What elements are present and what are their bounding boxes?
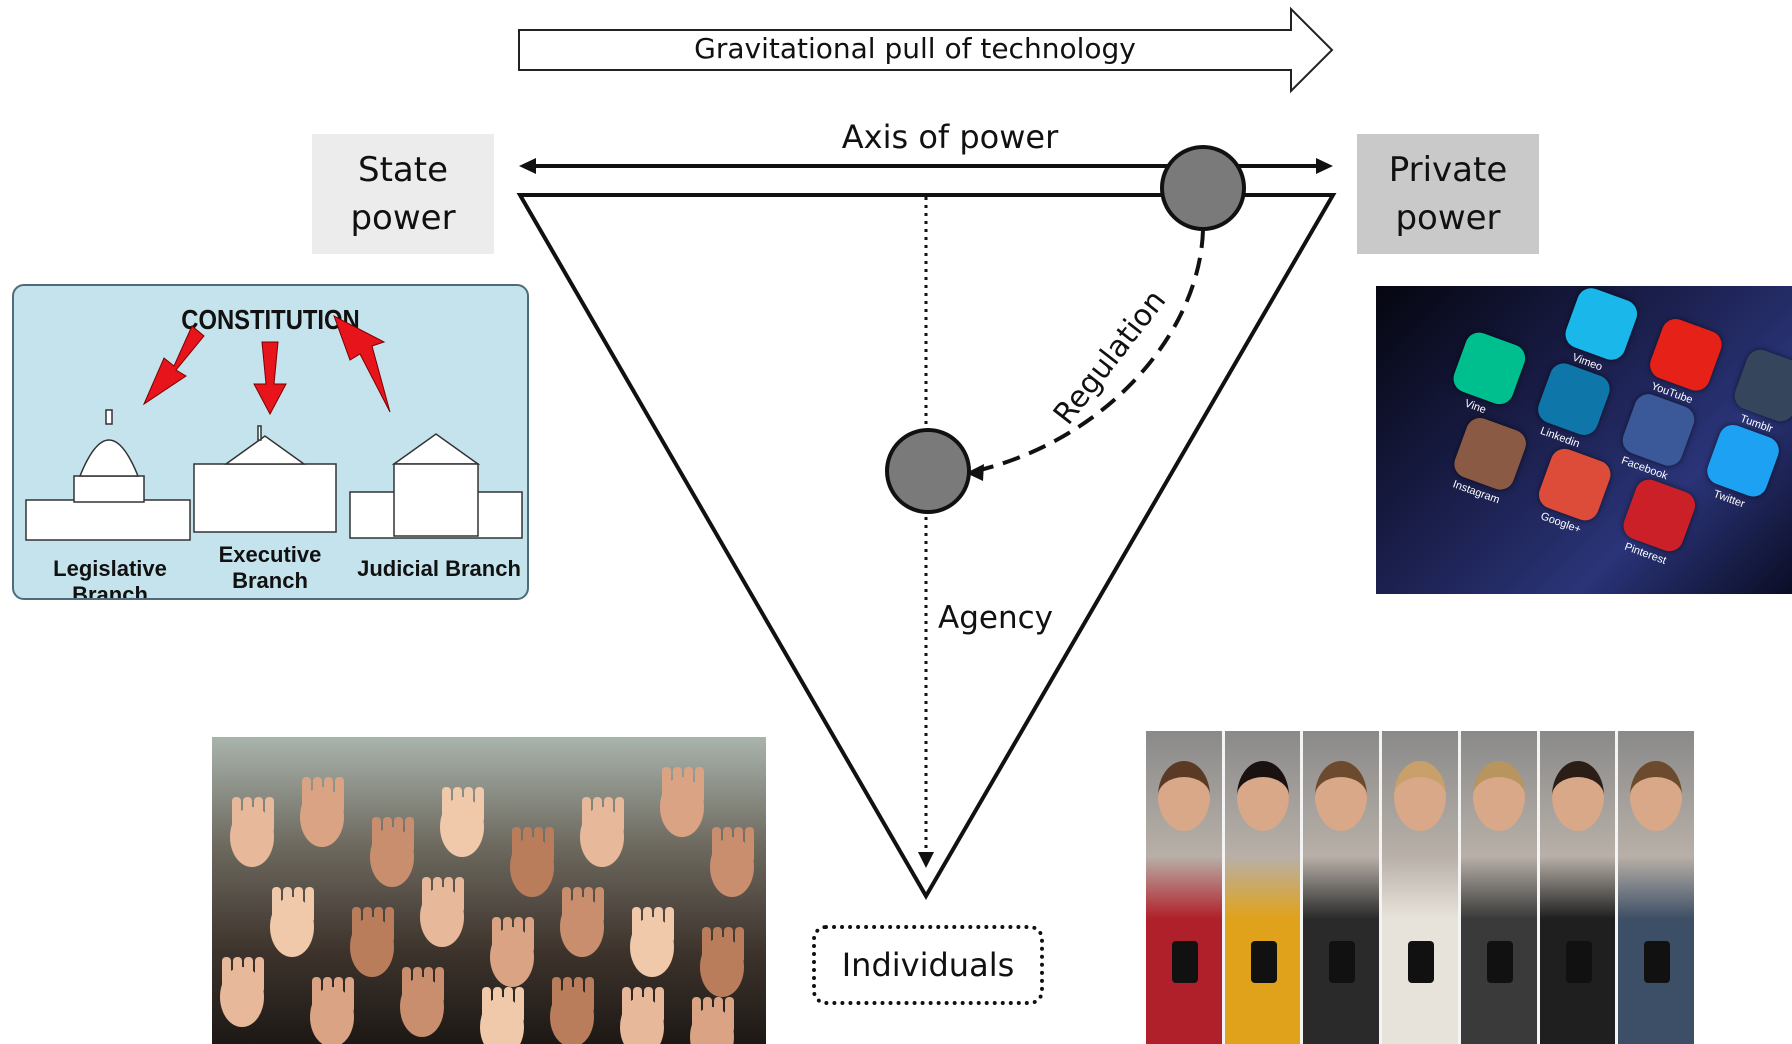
arrow-left-icon xyxy=(142,325,205,406)
phone-icon xyxy=(1408,941,1435,983)
person-portrait xyxy=(1460,731,1537,1044)
person-head xyxy=(1158,761,1210,831)
hand-icon xyxy=(490,917,534,987)
hand-icon xyxy=(350,907,394,977)
arrow-center-icon xyxy=(253,341,287,416)
private-power-line2: power xyxy=(1395,198,1501,238)
hand-icon xyxy=(310,977,354,1044)
hand-icon xyxy=(630,907,674,977)
legislative-branch-label: Legislative Branch xyxy=(53,556,167,600)
axis-of-power-label: Axis of power xyxy=(841,118,1059,156)
individuals-box: Individuals xyxy=(812,925,1044,1005)
hand-icon xyxy=(700,927,744,997)
hand-icon xyxy=(690,997,734,1044)
power-triangle xyxy=(516,193,1337,900)
gravitational-pull-arrow xyxy=(518,6,1334,94)
person-portrait xyxy=(1303,731,1380,1044)
person-head xyxy=(1630,761,1683,831)
regulated-node xyxy=(885,428,971,514)
constitution-drawing xyxy=(25,314,523,541)
hand-icon xyxy=(270,887,314,957)
phone-icon xyxy=(1644,941,1671,983)
hand-icon xyxy=(370,817,414,887)
hand-icon xyxy=(230,797,274,867)
axis-right-arrowhead xyxy=(1316,158,1333,174)
hand-icon xyxy=(400,967,444,1037)
hand-icon xyxy=(580,797,624,867)
executive-branch-label: Executive Branch xyxy=(218,542,322,593)
hand-icon xyxy=(550,977,594,1044)
axis-left-arrowhead xyxy=(519,158,536,174)
hand-icon xyxy=(560,887,604,957)
person-head xyxy=(1472,761,1525,831)
supreme-court-icon xyxy=(349,433,523,539)
person-head xyxy=(1236,761,1289,831)
hand-icon xyxy=(620,987,664,1044)
phone-icon xyxy=(1172,941,1198,983)
arrow-right-icon xyxy=(333,314,391,413)
hand-icon xyxy=(710,827,754,897)
state-power-line2: power xyxy=(350,198,456,238)
person-head xyxy=(1315,761,1368,831)
hand-icon xyxy=(420,877,464,947)
person-portrait xyxy=(1224,731,1301,1044)
agency-arrowhead xyxy=(918,852,934,868)
capitol-icon xyxy=(25,409,191,541)
phone-icon xyxy=(1486,941,1513,983)
hand-icon xyxy=(510,827,554,897)
constitution-panel: CONSTITUTION Legislative Branch Executiv… xyxy=(12,284,529,600)
person-head xyxy=(1551,761,1604,831)
person-portrait xyxy=(1382,731,1458,1044)
person-portrait xyxy=(1539,731,1616,1044)
person-portrait xyxy=(1618,731,1694,1044)
raised-hands-photo xyxy=(212,737,766,1044)
person-head xyxy=(1394,761,1447,831)
hands-illustration xyxy=(220,767,754,1044)
regulation-arrowhead xyxy=(966,464,984,481)
private-power-box: Private power xyxy=(1357,134,1539,254)
agency-label: Agency xyxy=(938,600,1053,636)
regulation-curve xyxy=(971,229,1205,474)
gravitational-pull-label: Gravitational pull of technology xyxy=(694,32,1136,65)
phone-icon xyxy=(1250,941,1277,983)
private-power-line1: Private xyxy=(1388,150,1508,190)
phone-icon xyxy=(1565,941,1592,983)
private-power-node xyxy=(1160,145,1246,231)
phone-icon xyxy=(1329,941,1356,983)
hand-icon xyxy=(660,767,704,837)
people-strip xyxy=(1146,731,1694,1044)
individuals-label: Individuals xyxy=(841,946,1015,984)
people-with-phones-photo xyxy=(1146,731,1694,1044)
constitution-title: CONSTITUTION xyxy=(181,304,360,335)
state-power-line1: State xyxy=(358,150,448,190)
person-portrait xyxy=(1146,731,1222,1044)
hand-icon xyxy=(300,777,344,847)
hand-icon xyxy=(480,987,524,1044)
judicial-branch-label: Judicial Branch xyxy=(357,556,521,581)
hand-icon xyxy=(220,957,264,1027)
white-house-icon xyxy=(193,425,337,533)
hand-icon xyxy=(440,787,484,857)
state-power-box: State power xyxy=(312,134,494,254)
